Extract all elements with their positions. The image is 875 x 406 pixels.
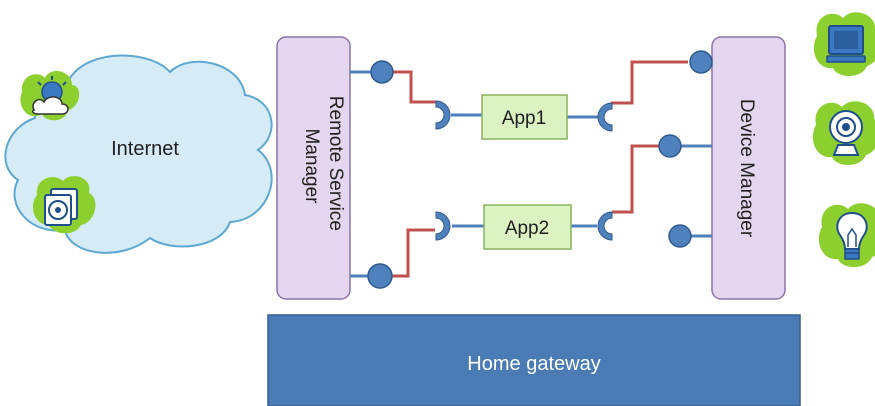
- app2-label: App2: [505, 218, 549, 239]
- weather-icon: [20, 70, 80, 121]
- home-gateway: Home gateway: [267, 314, 801, 406]
- lightbulb-icon: [818, 203, 875, 267]
- wire-remote-app1-red: [393, 70, 436, 104]
- wire-remote-app2-red: [392, 228, 435, 278]
- remote-manager-label-line2: Manager: [301, 129, 322, 205]
- port-socket: [435, 211, 451, 241]
- port-ball: [367, 263, 393, 289]
- wire-app1-device-red: [611, 60, 688, 105]
- port-ball: [370, 60, 394, 84]
- port-socket: [435, 100, 451, 130]
- port-ball: [658, 134, 682, 158]
- app1-label: App1: [502, 108, 546, 129]
- app2-box: [483, 204, 572, 250]
- device-manager-label: Device Manager: [736, 99, 757, 238]
- webcam-icon: [812, 101, 875, 165]
- app1: App1: [481, 94, 568, 140]
- port-socket: [597, 102, 613, 132]
- device-manager-box: [711, 36, 786, 300]
- tv-icon: [813, 12, 875, 76]
- wire-app2-device-red: [612, 144, 662, 214]
- device-manager: Device Manager: [711, 36, 786, 300]
- port-socket: [597, 211, 613, 241]
- port-ball: [689, 50, 713, 74]
- app2: App2: [483, 204, 572, 250]
- remote-service-manager: Remote Service Manager: [276, 36, 351, 300]
- cloud-label: Internet: [111, 138, 179, 160]
- home-gateway-box: [267, 314, 801, 406]
- home-gateway-label: Home gateway: [467, 353, 600, 375]
- remote-manager-box: [276, 36, 351, 300]
- remote-manager-label: Remote Service Manager: [301, 96, 346, 236]
- app1-box: [481, 94, 568, 140]
- port-ball: [668, 224, 692, 248]
- required-ports: [435, 100, 613, 241]
- provided-ports: [367, 50, 713, 289]
- remote-manager-label-line1: Remote Service: [325, 96, 346, 231]
- cd-drive-icon: [33, 176, 96, 234]
